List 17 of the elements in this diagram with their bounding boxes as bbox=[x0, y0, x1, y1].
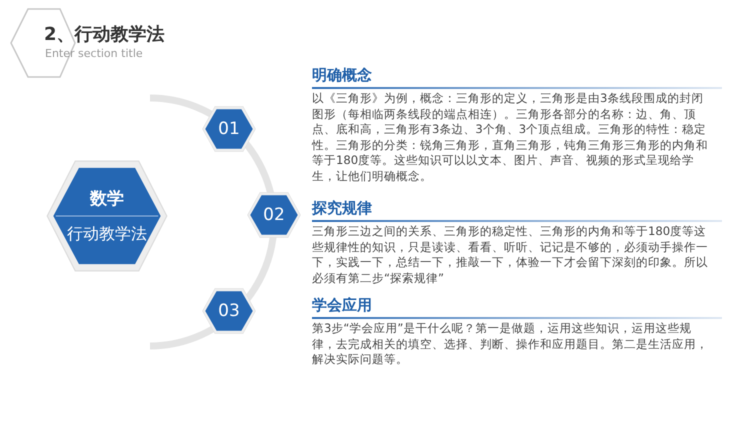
slide-title: 2、行动教学法 bbox=[44, 23, 165, 46]
step-number: 03 bbox=[218, 301, 240, 321]
step-number: 02 bbox=[263, 205, 285, 225]
step-hexagon bbox=[202, 288, 256, 334]
section-heading: 明确概念 bbox=[312, 66, 372, 85]
section-heading: 学会应用 bbox=[312, 296, 372, 315]
step-hexagon bbox=[202, 106, 256, 152]
section-heading: 探究规律 bbox=[312, 199, 372, 218]
slide-subtitle: Enter section title bbox=[45, 47, 143, 60]
node-subheading: 行动教学法 bbox=[67, 224, 147, 245]
paragraph: 以《三角形》为例，概念：三角形的定义，三角形是由3条线段围成的封闭图形（每相临两条线段的端点相连）。三角形各部分的名称：边、角、顶点、底和高，三角形有3条边、3个角、3个顶点组成。三角形的特性：稳定性。三角形的分类：锐角三角形，直角三角形，钝角三角形三角形的内角和等于180度等。这些知识可以以文本、图片、声音、视频的形式呈现给学生，让他们明确概念。 bbox=[312, 91, 709, 185]
step-hexagon bbox=[247, 192, 301, 238]
step-number: 01 bbox=[218, 119, 240, 139]
paragraph: 第3步“学会应用”是干什么呢？第一是做题，运用这些知识，运用这些规律，去完成相关的填空、选择、判断、操作和应用题目。第二是生活应用，解决实际问题等。 bbox=[312, 321, 709, 368]
hexagon-node bbox=[46, 160, 168, 272]
paragraph: 三角形三边之间的关系、三角形的稳定性、三角形的内角和等于180度等这些规律性的知识，只是读读、看看、听听、记记是不够的，必须动手操作一下，实践一下，总结一下，推敲一下，体验一下才会留下深刻的印象。所以必须有第二步“探索规律” bbox=[312, 224, 709, 286]
node-heading: 数学 bbox=[90, 188, 124, 210]
